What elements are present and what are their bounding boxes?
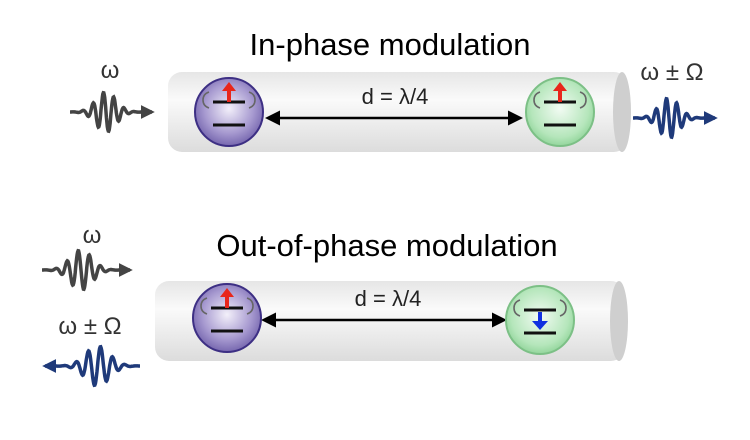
right-atom — [525, 77, 595, 147]
vibration-icon — [202, 91, 210, 109]
input-frequency-label: ω — [101, 57, 120, 84]
atom-sphere — [192, 283, 262, 353]
input-wave — [70, 90, 155, 134]
vibration-icon — [200, 297, 208, 315]
distance-label: d = λ/4 — [355, 286, 422, 311]
panel-title: In-phase modulation — [250, 27, 531, 62]
left-atom — [194, 77, 264, 147]
input-wave — [42, 248, 133, 292]
vibration-icon — [579, 91, 587, 109]
atom-sphere — [194, 77, 264, 147]
output-wave — [633, 96, 718, 140]
vibration-icon — [248, 91, 256, 109]
output-frequency-label: ω ± Ω — [58, 313, 121, 340]
up-arrow-icon — [222, 82, 236, 102]
down-arrow-icon — [532, 312, 548, 330]
vibration-icon — [559, 299, 567, 317]
up-arrow-icon — [553, 82, 567, 102]
vibration-icon — [246, 297, 254, 315]
out-of-phase-panel: Out-of-phase modulation ω ω ± Ω d = λ/4 — [42, 222, 628, 388]
vibration-icon — [533, 91, 541, 109]
output-frequency-label: ω ± Ω — [640, 59, 703, 86]
up-arrow-icon — [220, 288, 234, 308]
input-frequency-label: ω — [83, 222, 102, 249]
right-atom — [505, 285, 575, 355]
atom-sphere — [525, 77, 595, 147]
panel-title: Out-of-phase modulation — [216, 228, 557, 263]
vibration-icon — [513, 299, 521, 317]
in-phase-panel: In-phase modulation ω ω ± Ω d = λ/4 — [70, 27, 718, 152]
reflected-wave — [42, 344, 140, 388]
distance-label: d = λ/4 — [362, 84, 429, 109]
left-atom — [192, 283, 262, 353]
